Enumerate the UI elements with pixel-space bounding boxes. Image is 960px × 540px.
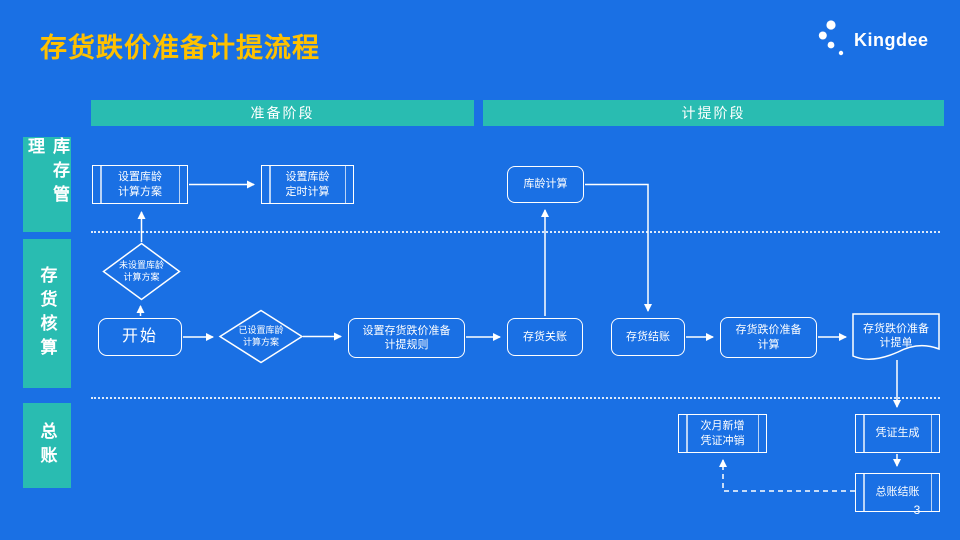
lane-inventory-accounting: 存货核算 <box>23 239 71 388</box>
node-start: 开始 <box>98 318 182 356</box>
node-voucher-gen: 凭证生成 <box>855 414 940 453</box>
node-label: 凭证生成 <box>875 427 920 440</box>
subprocess-bar <box>863 415 865 452</box>
node-label: 总账结账 <box>875 486 920 499</box>
node-label: 设置库龄 定时计算 <box>285 171 330 198</box>
phase-header-preparation: 准备阶段 <box>91 100 474 126</box>
kingdee-logo: Kingdee <box>818 19 929 61</box>
lane-label: 存货核算 <box>37 265 57 362</box>
node-set-aging-plan: 设置库龄 计算方案 <box>92 165 188 204</box>
kingdee-dots-icon <box>818 20 844 56</box>
subprocess-bar <box>269 166 271 203</box>
node-label: 设置存货跌价准备 计提规则 <box>362 324 451 351</box>
page-title: 存货跌价准备计提流程 <box>40 33 320 63</box>
lane-divider-bottom <box>91 397 940 399</box>
subprocess-bar <box>930 474 932 511</box>
document-provision-doc-label: 存货跌价准备 计提单 <box>863 322 929 349</box>
node-label: 存货跌价准备 计算 <box>735 324 802 351</box>
decision-no-aging-plan-label: 未设置库龄 计算方案 <box>118 259 164 282</box>
node-next-month-reversal: 次月新增 凭证冲销 <box>678 414 767 453</box>
subprocess-bar <box>344 166 346 203</box>
subprocess-bar <box>863 474 865 511</box>
lane-general-ledger: 总账 <box>23 403 71 488</box>
phase-accrual-label: 计提阶段 <box>681 105 746 121</box>
subprocess-bar <box>686 415 688 452</box>
connector-aging-calc-to-close <box>585 183 652 312</box>
node-label: 次月新增 凭证冲销 <box>700 420 745 447</box>
node-label: 设置库龄 计算方案 <box>118 171 162 198</box>
subprocess-bar <box>100 166 102 203</box>
node-inventory-close: 存货结账 <box>611 318 685 356</box>
node-label: 开始 <box>121 327 158 345</box>
decision-has-aging-plan-label: 已设置库龄 计算方案 <box>238 324 284 347</box>
lane-label: 库存管理 <box>25 137 69 209</box>
node-set-provision-rule: 设置存货跌价准备 计提规则 <box>348 318 465 358</box>
phase-header-accrual: 计提阶段 <box>483 100 944 126</box>
lane-label: 总账 <box>37 421 57 470</box>
connector-gl-close-to-reversal-dashed <box>719 459 855 492</box>
node-gl-close: 总账结账 <box>855 473 940 512</box>
node-set-aging-schedule: 设置库龄 定时计算 <box>261 165 354 204</box>
node-label: 库龄计算 <box>523 178 568 191</box>
lane-inventory-management: 库存管理 <box>23 137 71 232</box>
node-label: 存货关账 <box>523 330 567 343</box>
subprocess-bar <box>178 166 180 203</box>
node-label: 存货结账 <box>626 330 670 343</box>
node-inventory-lock: 存货关账 <box>507 318 583 356</box>
subprocess-bar <box>757 415 759 452</box>
page-number: 3 <box>913 503 921 517</box>
subprocess-bar <box>930 415 932 452</box>
node-aging-calc: 库龄计算 <box>507 166 584 203</box>
kingdee-wordmark: Kingdee <box>854 29 929 50</box>
phase-prep-label: 准备阶段 <box>250 105 315 121</box>
lane-divider-top <box>91 231 940 233</box>
node-provision-calc: 存货跌价准备 计算 <box>720 317 817 358</box>
